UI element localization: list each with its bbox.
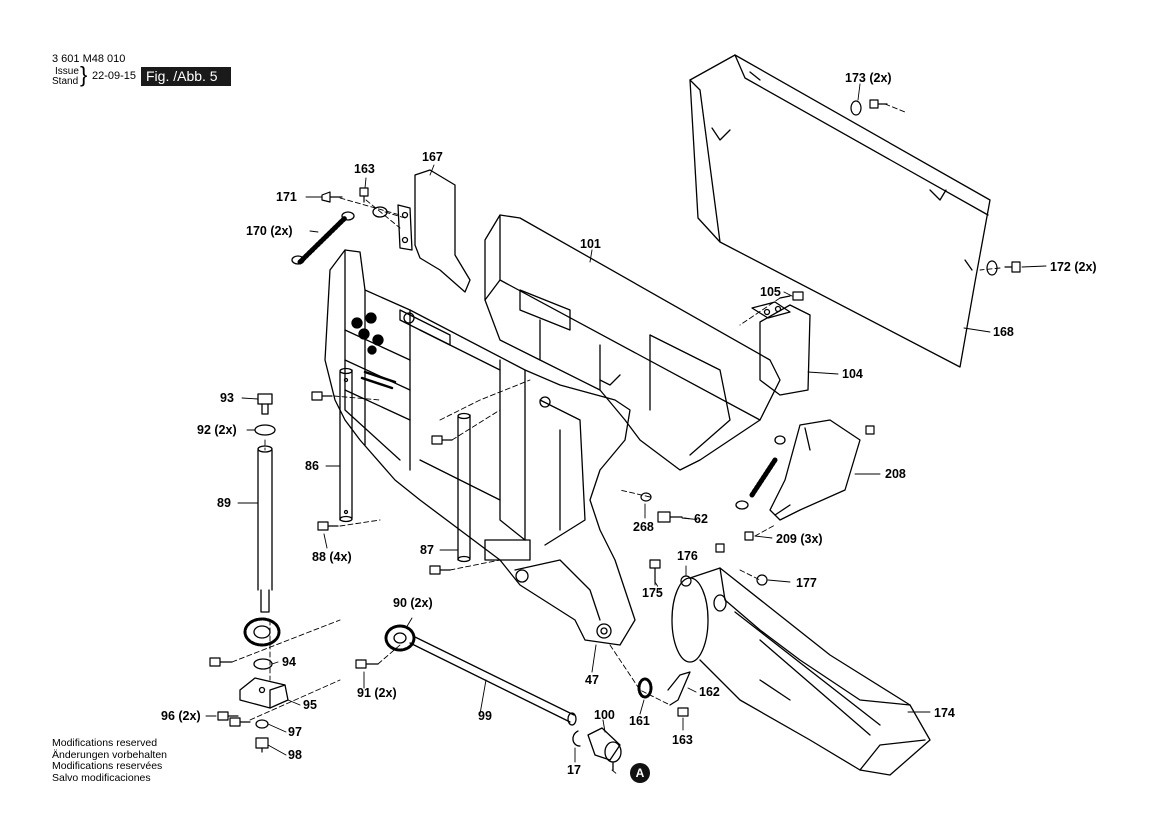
part-label-268: 268 xyxy=(633,520,654,534)
issue-label: Issue xyxy=(55,66,79,77)
part-label-95: 95 xyxy=(303,698,317,712)
note-english: Modifications reserved xyxy=(52,737,158,749)
part-label-163-top: 163 xyxy=(354,162,375,176)
part-spring-208 xyxy=(735,435,786,510)
part-label-91: 91 (2x) xyxy=(357,686,397,700)
part-label-176: 176 xyxy=(677,549,698,563)
part-label-209: 209 (3x) xyxy=(776,532,823,546)
note-french: Modifications reservées xyxy=(52,760,163,773)
part-label-86: 86 xyxy=(305,459,319,473)
part-label-174: 174 xyxy=(934,706,955,720)
part-label-173: 173 (2x) xyxy=(845,71,892,85)
part-label-105: 105 xyxy=(760,285,781,299)
part-100-knob xyxy=(587,727,622,771)
reference-marker-a: A xyxy=(630,763,650,783)
part-label-161: 161 xyxy=(629,714,650,728)
part-170-spring xyxy=(291,206,388,265)
part-label-104: 104 xyxy=(842,367,863,381)
part-label-62: 62 xyxy=(694,512,708,526)
part-label-177: 177 xyxy=(796,576,817,590)
part-95-bracket xyxy=(239,677,289,709)
part-label-89: 89 xyxy=(217,496,231,510)
part-label-162: 162 xyxy=(699,685,720,699)
small-fasteners xyxy=(209,99,1021,753)
part-17-clip xyxy=(572,730,581,747)
figure-label: Fig. /Abb. 5 xyxy=(141,67,231,86)
part-104-bracket xyxy=(751,301,811,396)
part-90-gear xyxy=(243,617,281,647)
part-47-frame xyxy=(324,249,636,646)
leader-lines xyxy=(205,83,1047,763)
part-label-172: 172 (2x) xyxy=(1050,260,1097,274)
part-label-93: 93 xyxy=(220,391,234,405)
part-89-rod xyxy=(257,445,273,613)
part-label-17: 17 xyxy=(567,763,581,777)
part-174-chute xyxy=(671,567,931,776)
part-label-168: 168 xyxy=(993,325,1014,339)
note-spanish: Salvo modificaciones xyxy=(52,771,151,784)
part-label-101: 101 xyxy=(580,237,601,251)
part-label-98: 98 xyxy=(288,748,302,762)
part-label-100: 100 xyxy=(594,708,615,722)
part-86-rod xyxy=(339,367,353,523)
note-german: Änderungen vorbehalten xyxy=(52,748,168,761)
part-label-88: 88 (4x) xyxy=(312,550,352,564)
part-label-97: 97 xyxy=(288,725,302,739)
modification-notes: Modifications reserved Änderungen vorbeh… xyxy=(52,737,168,784)
part-label-99: 99 xyxy=(478,709,492,723)
part-162-bracket xyxy=(667,671,691,706)
part-93-screw xyxy=(257,393,273,415)
part-92-washer xyxy=(254,424,276,436)
assembly-lines xyxy=(231,103,1001,776)
part-label-94: 94 xyxy=(282,655,296,669)
part-label-163-bottom: 163 xyxy=(672,733,693,747)
part-101-housing xyxy=(484,214,781,471)
part-label-208: 208 xyxy=(885,467,906,481)
part-label-171: 171 xyxy=(276,190,297,204)
part-168-cover xyxy=(689,54,991,368)
issue-date: 22-09-15 xyxy=(92,70,137,82)
part-label-170: 170 (2x) xyxy=(246,224,293,238)
part-label-175: 175 xyxy=(642,586,663,600)
document-number: 3 601 M48 010 xyxy=(52,53,126,65)
part-99-shaft xyxy=(384,624,577,726)
part-94-washer xyxy=(253,658,273,670)
part-label-96: 96 (2x) xyxy=(161,709,201,723)
part-87-rod xyxy=(457,412,471,563)
part-208-flap xyxy=(769,419,861,521)
part-label-92: 92 (2x) xyxy=(197,423,237,437)
part-label-90: 90 (2x) xyxy=(393,596,433,610)
part-label-87: 87 xyxy=(420,543,434,557)
stand-label: Stand xyxy=(52,76,79,87)
brace-icon: } xyxy=(80,62,88,87)
part-label-47: 47 xyxy=(585,673,599,687)
part-label-167: 167 xyxy=(422,150,443,164)
part-167-bracket xyxy=(397,169,471,293)
